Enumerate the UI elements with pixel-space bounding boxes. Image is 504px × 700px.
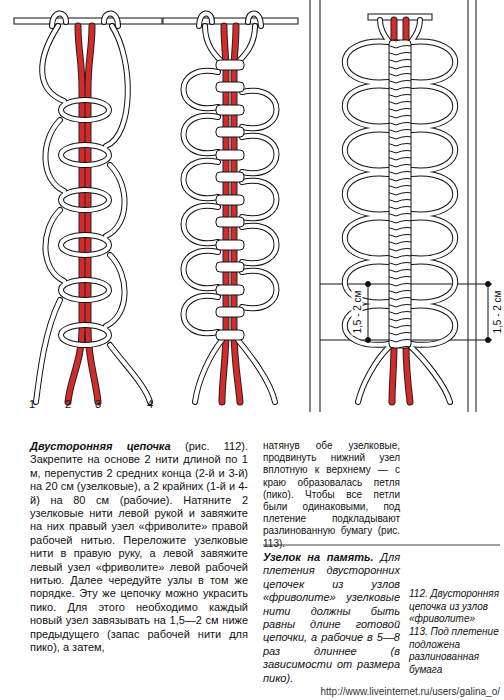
note-text: Для плетения двусторонних цепочек из узл… — [263, 551, 400, 684]
body-text: натянув обе узелковые, продвинуть нижний… — [263, 440, 400, 549]
figure-caption: 112. Двусторонняя цепочка из узлов «фрив… — [409, 588, 502, 626]
cord-number: 4 — [147, 398, 153, 410]
run-in-heading: Двусторонняя цепочка — [30, 440, 171, 452]
dimension-label: 1,5 - 2 см — [492, 288, 503, 335]
figure-caption: 113. Под плетение подложена разлинованна… — [409, 626, 502, 676]
cord-number: 2 — [65, 398, 71, 410]
text-column: натянув обе узелковые, продвинуть нижний… — [263, 440, 400, 550]
text-column: Двусторонняя цепочка (рис. 112). Закрепи… — [30, 440, 248, 655]
note-heading: Узелок на память. — [263, 551, 374, 563]
cord-number: 1 — [29, 398, 35, 410]
watermark: http://www.liveinternet.ru/users/galina_… — [320, 686, 500, 697]
text-column: Узелок на память. Для плетения двусторон… — [263, 551, 400, 685]
dimension-label: 1,5 - 2 см — [352, 288, 363, 335]
cord-number: 3 — [95, 398, 101, 410]
body-text: (рис. 112). Закрепите на основе 2 нити д… — [30, 440, 248, 653]
